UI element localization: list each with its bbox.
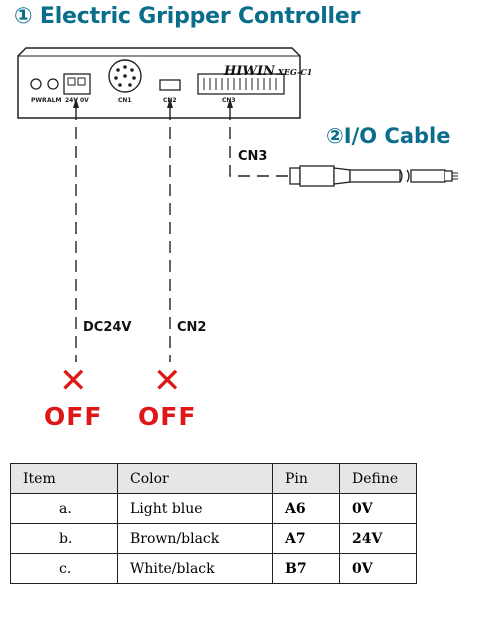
alm-mark: ALM [47,97,62,104]
off-x-mark-right: ✕ [153,361,182,401]
cell-color: Brown/black [117,523,273,554]
cell-pin: A7 [272,523,340,554]
off-label-left: OFF [44,402,103,431]
dc24v-arrow [73,98,79,108]
cn1-mark: CN1 [118,97,132,104]
header-color: Color [117,463,273,494]
pin-table: Item Color Pin Define a. Light blue A6 0… [10,463,417,584]
table-header-row: Item Color Pin Define [10,463,417,494]
cn2-label: CN2 [177,320,207,335]
header-pin: Pin [272,463,340,494]
cell-item: c. [10,553,118,584]
cell-pin: B7 [272,553,340,584]
cn2-mark: CN2 [163,97,177,104]
diagram-title: ① Electric Gripper Controller [14,4,361,29]
cable-tip [452,172,458,180]
cn3-pins [203,78,277,90]
cn3-label: CN3 [238,149,268,164]
dc24v-label: DC24V [83,320,132,335]
power-pin-1 [67,77,76,86]
cell-color: White/black [117,553,273,584]
alm-led [47,78,59,90]
table-row: c. White/black B7 0V [10,553,417,584]
0v-mark: 0V [80,97,89,104]
io-cable-title: ②I/O Cable [326,124,451,148]
cn2-arrow [167,98,173,108]
table-row: a. Light blue A6 0V [10,493,417,524]
cell-item: b. [10,523,118,554]
cell-define: 0V [339,553,417,584]
header-item: Item [10,463,118,494]
pwr-led [30,78,42,90]
header-define: Define [339,463,417,494]
cn3-connector [197,73,285,95]
cell-pin: A6 [272,493,340,524]
table-row: b. Brown/black A7 24V [10,523,417,554]
cell-define: 24V [339,523,417,554]
cn3-arrow [227,98,233,108]
cn2-port [159,79,181,91]
cell-item: a. [10,493,118,524]
cn3-dashed-line [229,108,290,177]
io-cable [289,165,453,187]
off-x-mark-left: ✕ [59,361,88,401]
off-label-right: OFF [138,402,197,431]
power-connector [63,73,91,95]
24v-mark: 24V [65,97,78,104]
cell-define: 0V [339,493,417,524]
controller-brand: HIWIN.XEG-C1 [224,64,313,79]
cn3-mark: CN3 [222,97,236,104]
power-pin-2 [77,77,86,86]
pwr-mark: PWR [31,97,47,104]
cell-color: Light blue [117,493,273,524]
